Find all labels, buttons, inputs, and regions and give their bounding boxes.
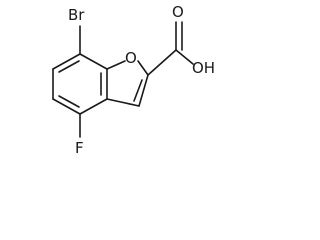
benzene-ring: [52, 53, 108, 115]
structure-diagram: Br O O OH F: [52, 3, 216, 157]
atom-label-hydroxyl: OH: [192, 59, 215, 77]
bond-c4-c5: [52, 98, 81, 115]
atom-label-carbonyl-oxygen: O: [172, 3, 184, 21]
bond-c2-c3: [138, 74, 149, 107]
atom-label-br: Br: [68, 6, 85, 24]
bond-c-oh: [175, 49, 194, 65]
atom-label-fluorine: F: [75, 139, 84, 157]
bond-c7-c7a: [79, 53, 108, 70]
atom-label-ring-oxygen: O: [125, 49, 137, 67]
bond-c6-c7: [52, 53, 81, 70]
molecule-drawing: Br O O OH F: [52, 3, 215, 157]
bond-o1-c2: [137, 60, 149, 76]
double-bond-c2-c3: [133, 79, 143, 102]
bond-c7a-o1: [106, 60, 126, 70]
bond-c2-cooh: [147, 49, 177, 76]
double-bond-c6-c7: [58, 60, 80, 73]
bond-c3-c3a: [106, 98, 140, 107]
furan-ring: [106, 60, 149, 107]
double-bond-c4-c5: [58, 95, 80, 108]
bond-c3a-c4: [79, 98, 108, 115]
